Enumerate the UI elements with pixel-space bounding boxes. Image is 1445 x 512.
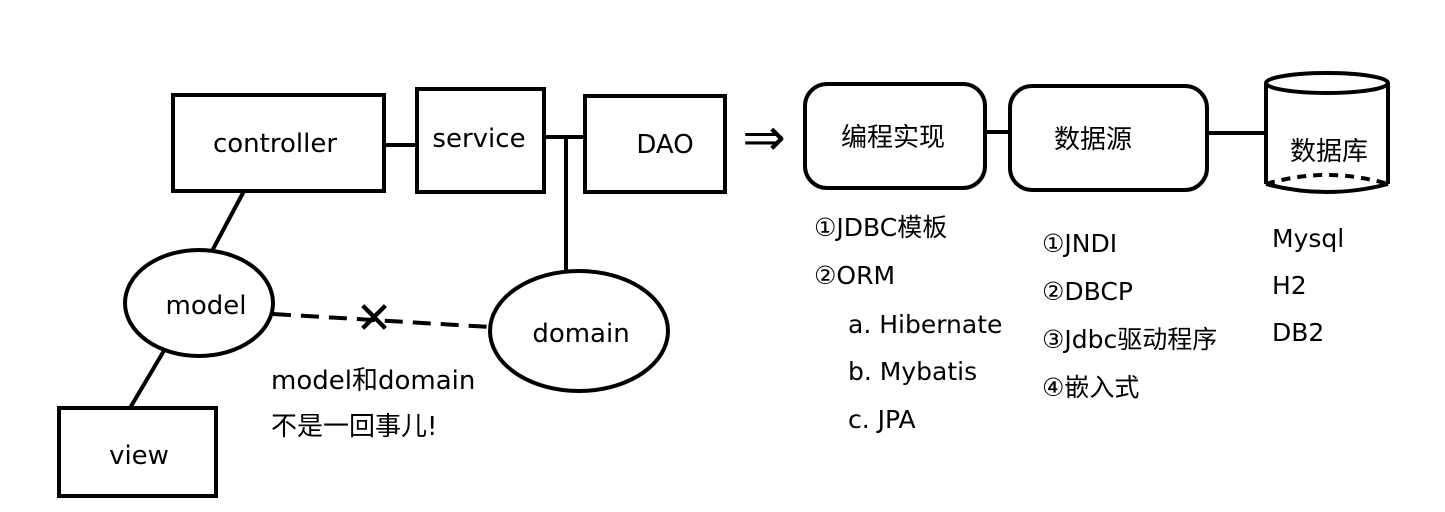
model-ellipse <box>123 248 275 358</box>
impl-list-item: a. Hibernate <box>848 310 1003 339</box>
domain-ellipse <box>488 269 670 393</box>
impl-list-item: c. JPA <box>848 405 916 434</box>
datasource-list-item: ③Jdbc驱动程序 <box>1042 325 1218 354</box>
impl-list-item: ②ORM <box>814 261 896 290</box>
note-line-1: model和domain <box>271 366 476 396</box>
database-list-item: DB2 <box>1272 318 1325 347</box>
database-list-item: Mysql <box>1272 224 1345 253</box>
datasource-label: 数据源 <box>1053 125 1133 155</box>
database-label: 数据库 <box>1289 137 1369 167</box>
service-label: service <box>432 124 526 154</box>
datasource-list-item: ④嵌入式 <box>1042 373 1140 402</box>
domain-label: domain <box>532 319 630 349</box>
impl-label: 编程实现 <box>840 123 946 153</box>
datasource-box <box>1008 84 1209 192</box>
datasource-list-item: ①JNDI <box>1042 229 1118 258</box>
cross-mark-icon: ✕ <box>355 293 393 344</box>
controller-model-link <box>210 190 246 252</box>
impl-list-item: b. Mybatis <box>848 357 978 386</box>
dao-label: DAO <box>636 130 694 160</box>
model-domain-dashed-link <box>272 312 491 329</box>
flow-arrow-icon: ⇒ <box>742 108 786 168</box>
model-label: model <box>165 291 247 321</box>
view-box <box>57 406 218 498</box>
datasource-list-item: ②DBCP <box>1042 277 1133 306</box>
impl-box <box>803 82 987 190</box>
service-box <box>415 87 546 194</box>
impl-list-item: ①JDBC模板 <box>814 213 948 242</box>
controller-label: controller <box>212 129 338 159</box>
view-label: view <box>109 441 169 471</box>
database-list-item: H2 <box>1272 271 1307 300</box>
dao-box <box>583 94 727 194</box>
database-cylinder <box>1264 71 1390 194</box>
model-view-link <box>128 347 167 410</box>
note-line-2: 不是一回事儿! <box>271 412 438 442</box>
